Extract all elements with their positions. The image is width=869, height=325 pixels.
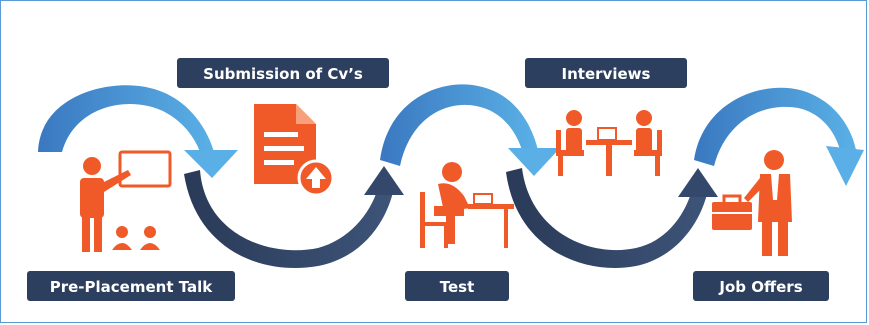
flow-arc-3 bbox=[694, 87, 856, 166]
test-taker-icon bbox=[420, 162, 514, 248]
step-label-text: Job Offers bbox=[718, 278, 802, 296]
flow-arc-1 bbox=[38, 85, 214, 152]
step-label-text: Interviews bbox=[562, 65, 651, 83]
flow-arrowhead-4 bbox=[678, 168, 718, 197]
step-label-submission-of-cvs: Submission of Cv’s bbox=[177, 58, 389, 88]
flow-valley-1 bbox=[184, 170, 394, 269]
step-label-text: Test bbox=[440, 278, 475, 296]
step-label-pre-placement-talk: Pre-Placement Talk bbox=[27, 271, 235, 301]
step-label-job-offers: Job Offers bbox=[693, 271, 829, 301]
flow-arrowhead-2 bbox=[364, 166, 404, 195]
flow-valley-2 bbox=[506, 168, 708, 268]
job-offer-icon bbox=[712, 150, 792, 256]
step-label-interviews: Interviews bbox=[525, 58, 687, 88]
flow-arrowhead-1 bbox=[184, 150, 238, 178]
step-label-text: Pre-Placement Talk bbox=[50, 278, 214, 296]
presenter-icon bbox=[80, 150, 172, 252]
flow-arrowhead-5 bbox=[826, 146, 864, 186]
flow-arc-2 bbox=[380, 84, 538, 166]
flow-wave bbox=[38, 84, 864, 269]
interview-icon bbox=[556, 110, 662, 176]
document-upload-icon bbox=[254, 104, 335, 197]
flow-arrowhead-3 bbox=[508, 148, 560, 176]
step-label-test: Test bbox=[405, 271, 509, 301]
step-label-text: Submission of Cv’s bbox=[203, 65, 363, 83]
